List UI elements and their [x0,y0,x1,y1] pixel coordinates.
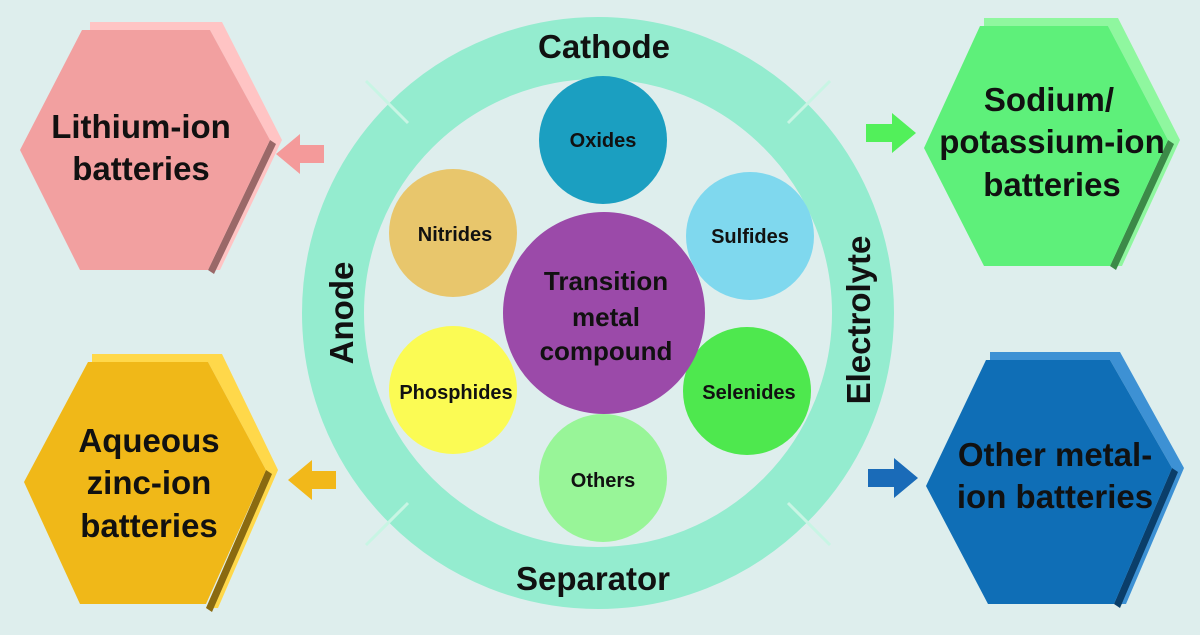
ring-divider-top-right [786,79,832,125]
ring-label-electrolyte: Electrolyte [840,236,877,405]
satellite-sulfides: Sulfides [686,172,814,300]
nitrides-circle [389,169,517,297]
oxides-circle [539,76,667,204]
nitrides-label: Nitrides [418,224,492,246]
hexagon-face [24,362,266,604]
hexagon-face [926,360,1172,604]
center-label-line-2: metal [572,302,640,332]
hexagon-shadow [1110,140,1174,270]
hexagon-face [924,26,1168,266]
satellite-selenides: Selenides [683,327,811,455]
lithium-label-line-1: Lithium-ion [51,108,231,145]
selenides-circle [683,327,811,455]
ring-divider-bottom-left [364,501,410,547]
zinc-label-line-1: Aqueous [78,422,219,459]
ring-divider-bottom-right [786,501,832,547]
sulfides-label: Sulfides [711,226,789,248]
others-circle [539,414,667,542]
component-ring: Cathode Separator Anode Electrolyte [302,17,894,609]
others-label: Others [571,470,635,492]
zinc-label-line-2: zinc-ion [87,464,212,501]
other-label-line-2: ion batteries [957,478,1153,515]
satellite-nitrides: Nitrides [389,169,517,297]
arrow-right-icon [866,113,916,153]
ring-band [302,17,894,609]
ring-label-anode: Anode [323,262,360,365]
hexagon-shadow [1114,468,1178,608]
center-circle [503,212,705,414]
zinc-label-line-3: batteries [80,507,218,544]
satellite-others: Others [539,414,667,542]
satellite-phosphides: Phosphides [389,326,517,454]
arrow-left-icon [276,134,324,174]
ring-label-cathode: Cathode [538,28,670,65]
center-label-line-1: Transition [544,266,668,296]
arrow-to-sodium [866,113,916,153]
arrow-to-zinc [288,460,336,500]
hexagon-sodium-potassium-ion: Sodium/ potassium-ion batteries [924,18,1180,270]
center-node: Transition metal compound [503,212,705,414]
sulfides-circle [686,172,814,300]
arrow-right-icon [868,458,918,498]
ring-label-separator: Separator [516,560,670,597]
hexagon-zinc-ion: Aqueous zinc-ion batteries [24,354,278,612]
phosphides-label: Phosphides [399,382,512,404]
other-label-line-1: Other metal- [958,436,1152,473]
hexagon-other-metal-ion: Other metal- ion batteries [926,352,1184,608]
arrow-to-lithium [276,134,324,174]
sodium-label-line-3: batteries [983,166,1121,203]
satellite-oxides: Oxides [539,76,667,204]
selenides-label: Selenides [702,382,795,404]
sodium-label-line-2: potassium-ion [939,123,1165,160]
sodium-label-line-1: Sodium/ [984,81,1114,118]
hexagon-face [20,30,270,270]
arrow-to-other [868,458,918,498]
arrow-left-icon [288,460,336,500]
hexagon-lithium-ion: Lithium-ion batteries [20,22,282,274]
oxides-label: Oxides [570,130,637,152]
hexagon-shadow [206,470,272,612]
hexagon-shadow [208,140,276,274]
lithium-label-line-2: batteries [72,150,210,187]
phosphides-circle [389,326,517,454]
ring-divider-top-left [364,79,410,125]
center-label-line-3: compound [540,336,673,366]
